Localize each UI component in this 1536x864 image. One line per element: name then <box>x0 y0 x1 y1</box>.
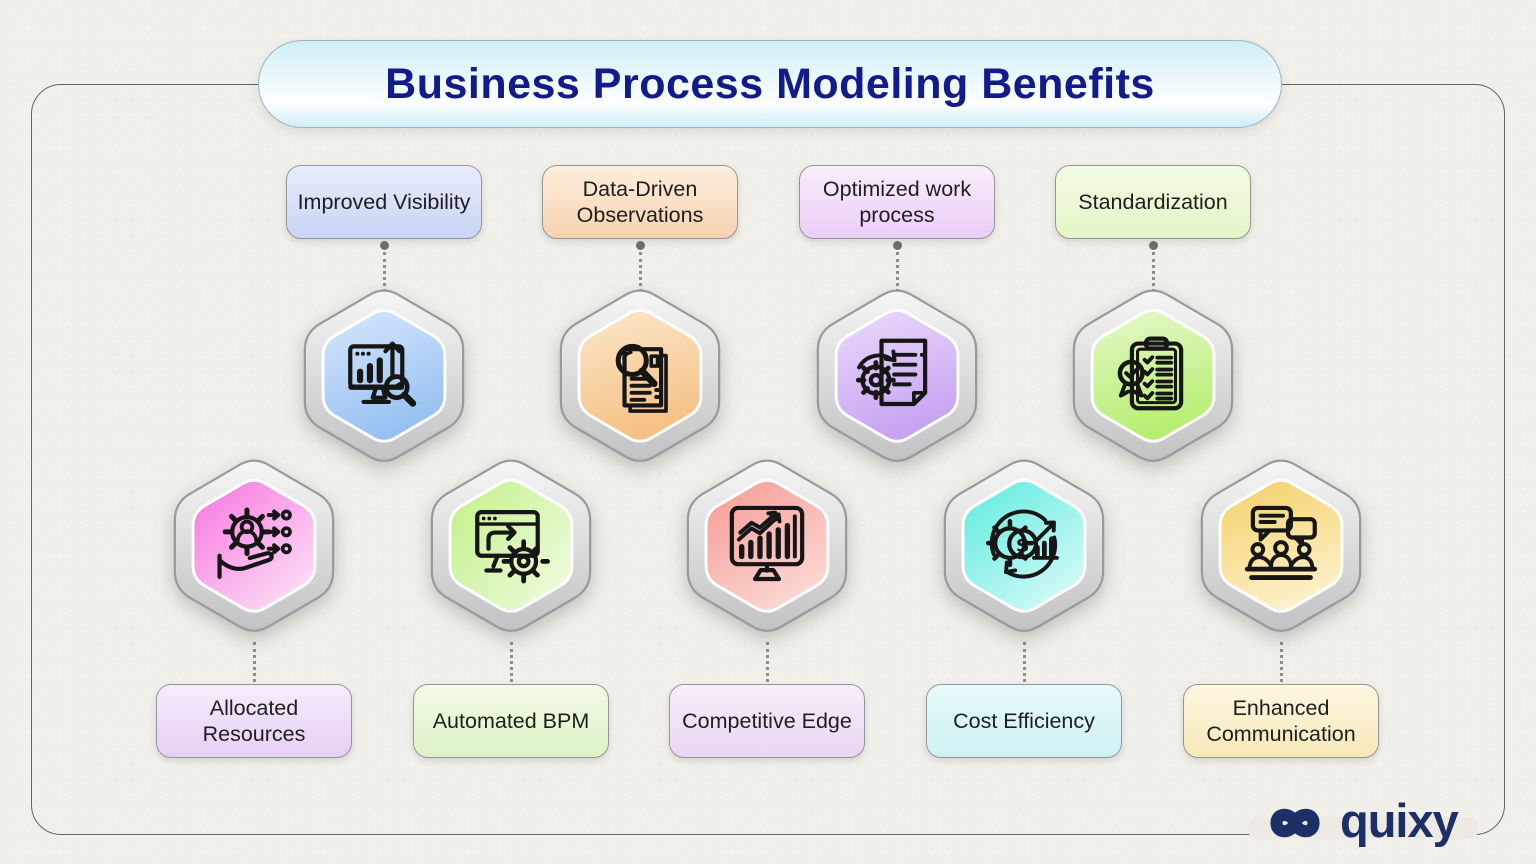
brand-logo: quixy <box>1258 792 1459 854</box>
benefit-label-text: Allocated Resources <box>202 695 306 746</box>
hexagon-data-driven-observations <box>554 281 726 467</box>
process-document-gear-icon <box>852 328 942 418</box>
benefit-label-text: Data-Driven Observations <box>576 176 704 227</box>
hexagon-competitive-edge <box>681 451 853 637</box>
quixy-infinity-icon <box>1270 808 1320 838</box>
cost-efficiency-icon <box>979 498 1069 588</box>
hexagon-standardization <box>1067 281 1239 467</box>
benefit-label-text: Cost Efficiency <box>953 708 1095 733</box>
benefit-label-text: Competitive Edge <box>682 708 852 733</box>
benefit-label-data-driven-observations: Data-Driven Observations <box>542 165 738 239</box>
hexagon-improved-visibility <box>298 281 470 467</box>
hexagon-optimized-work-process <box>811 281 983 467</box>
hexagon-automated-bpm <box>425 451 597 637</box>
benefit-label-competitive-edge: Competitive Edge <box>669 684 865 758</box>
hexagon-cost-efficiency <box>938 451 1110 637</box>
connector-dotted <box>376 241 392 294</box>
growth-chart-monitor-icon <box>722 498 812 588</box>
benefit-label-standardization: Standardization <box>1055 165 1251 239</box>
benefit-label-cost-efficiency: Cost Efficiency <box>926 684 1122 758</box>
benefit-label-automated-bpm: Automated BPM <box>413 684 609 758</box>
resource-allocation-hand-icon <box>209 498 299 588</box>
automation-monitor-gear-icon <box>466 498 556 588</box>
communication-people-icon <box>1236 498 1326 588</box>
hexagon-allocated-resources <box>168 451 340 637</box>
brand-wordmark: quixy <box>1340 793 1459 847</box>
connector-dotted <box>1145 241 1161 294</box>
benefit-label-text: Improved Visibility <box>297 189 471 214</box>
standardization-clipboard-icon <box>1108 328 1198 418</box>
connector-dotted <box>889 241 905 294</box>
benefit-label-enhanced-communication: Enhanced Communication <box>1183 684 1379 758</box>
benefit-label-text: Enhanced Communication <box>1206 695 1356 746</box>
title-banner: Business Process Modeling Benefits <box>258 40 1282 128</box>
document-search-icon <box>595 328 685 418</box>
page-title: Business Process Modeling Benefits <box>385 59 1155 108</box>
benefit-label-optimized-work-process: Optimized work process <box>799 165 995 239</box>
benefit-label-allocated-resources: Allocated Resources <box>156 684 352 758</box>
benefit-label-text: Standardization <box>1078 189 1228 214</box>
benefit-label-improved-visibility: Improved Visibility <box>286 165 482 239</box>
benefit-label-text: Automated BPM <box>432 708 590 733</box>
hexagon-enhanced-communication <box>1195 451 1367 637</box>
analytics-monitor-icon <box>339 328 429 418</box>
connector-dotted <box>632 241 648 294</box>
benefit-label-text: Optimized work process <box>822 176 972 227</box>
